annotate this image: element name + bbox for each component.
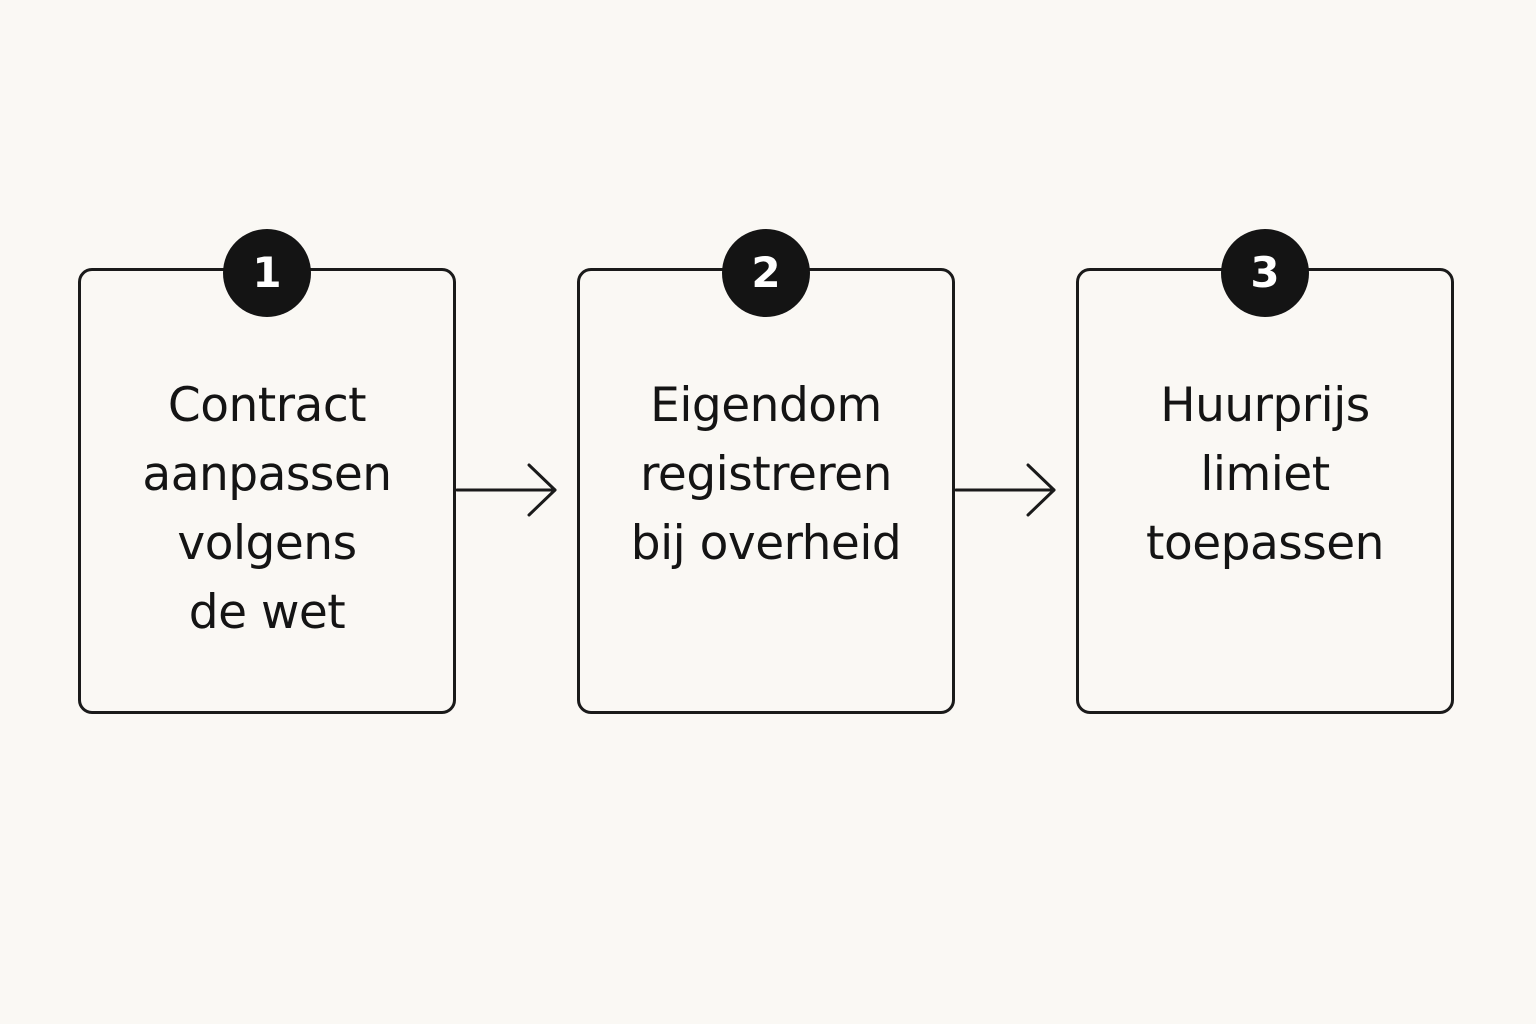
arrow-right-icon [954, 463, 1056, 517]
step-text-2: Eigendom registreren bij overheid [580, 371, 952, 578]
step-2-line-2: registreren [640, 447, 892, 502]
step-box-3: 3 Huurprijs limiet toepassen [1076, 229, 1454, 714]
step-3-line-1: Huurprijs [1160, 378, 1370, 433]
step-number-badge-2: 2 [722, 229, 810, 317]
step-number-badge-1: 1 [223, 229, 311, 317]
step-1-line-3: volgens [177, 516, 357, 571]
step-2-line-3: bij overheid [630, 516, 902, 571]
arrow-right-icon [455, 463, 557, 517]
step-box-2: 2 Eigendom registreren bij overheid [577, 229, 955, 714]
step-1-line-2: aanpassen [142, 447, 392, 502]
step-box-1: 1 Contract aanpassen volgens de wet [78, 229, 456, 714]
step-2-line-1: Eigendom [650, 378, 882, 433]
step-number-badge-3: 3 [1221, 229, 1309, 317]
step-1-line-4: de wet [188, 585, 346, 640]
step-text-3: Huurprijs limiet toepassen [1079, 371, 1451, 578]
step-3-line-2: limiet [1200, 447, 1330, 502]
step-3-line-3: toepassen [1146, 516, 1384, 571]
step-1-line-1: Contract [167, 378, 367, 433]
step-text-1: Contract aanpassen volgens de wet [81, 371, 453, 647]
